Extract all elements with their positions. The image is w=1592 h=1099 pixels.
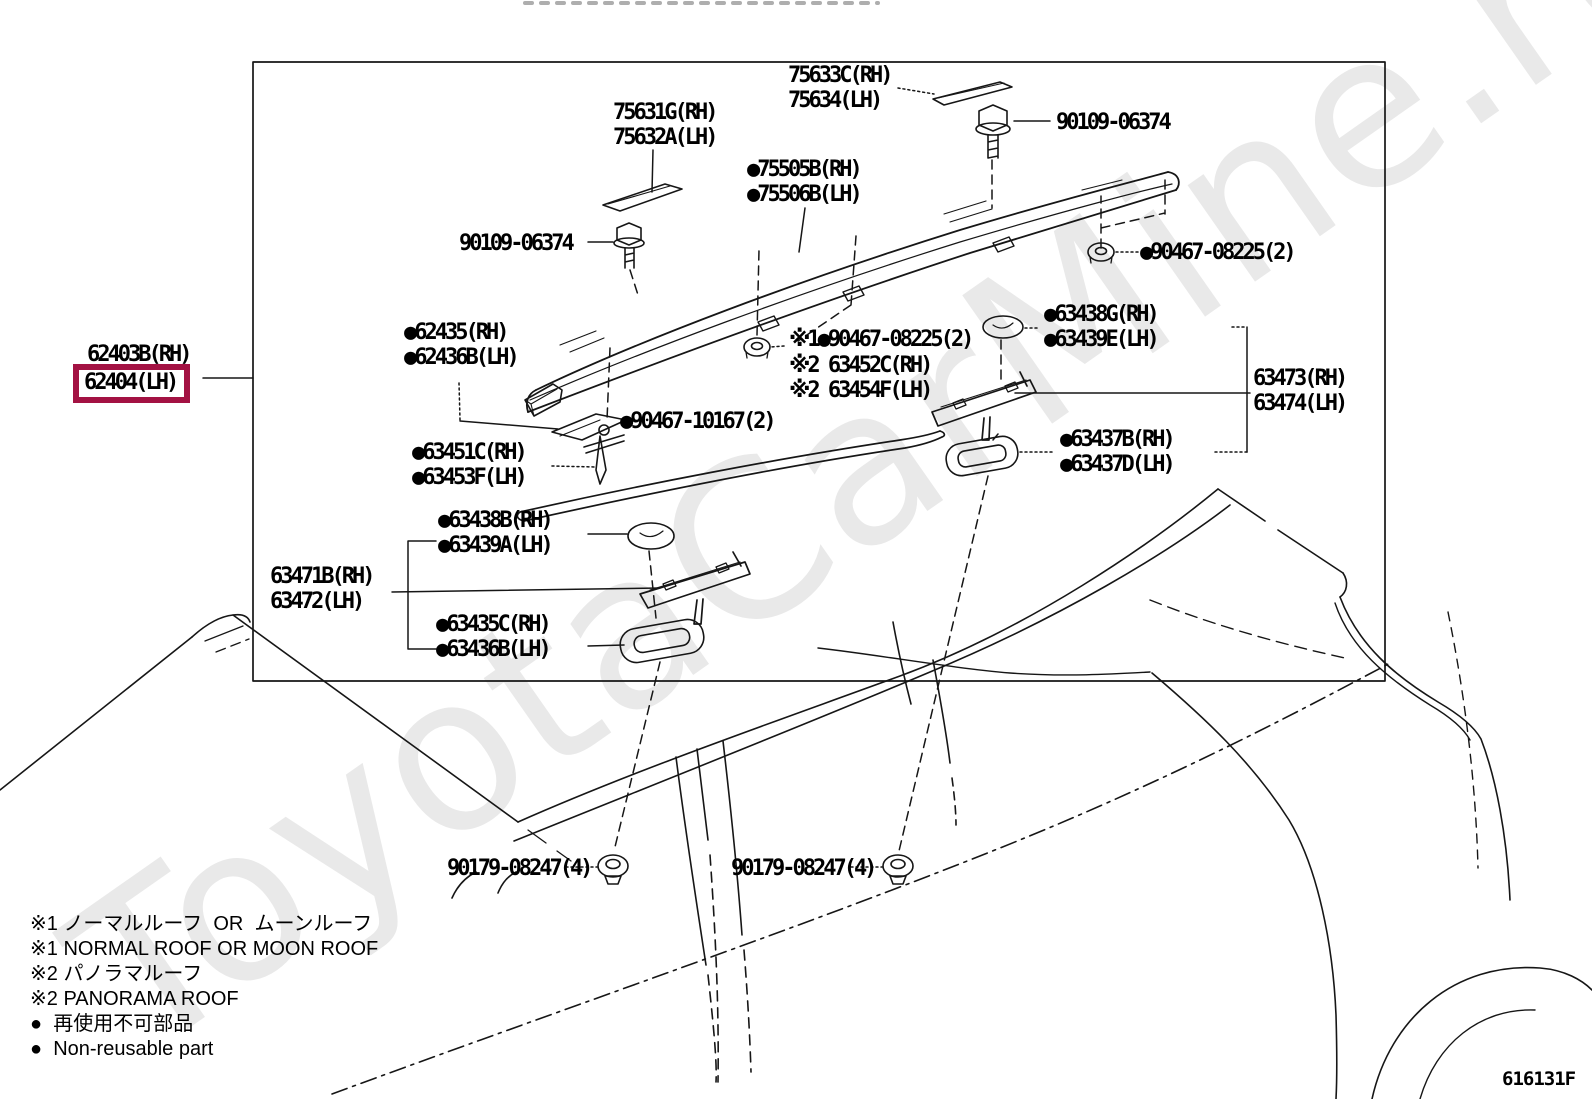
part-label-63437[interactable]: ●63437B(RH) ●63437D(LH) bbox=[1060, 427, 1176, 477]
part-label-90179-left[interactable]: 90179-08247(4) bbox=[447, 856, 593, 881]
part-label-75505[interactable]: ●75505B(RH) ●75506B(LH) bbox=[747, 157, 863, 207]
bolt-90109-right bbox=[975, 104, 1011, 159]
pin-90179-right bbox=[882, 854, 914, 885]
part-label-63452[interactable]: ※2 63452C(RH) ※2 63454F(LH) bbox=[789, 353, 933, 403]
part-label-90179-right[interactable]: 90179-08247(4) bbox=[731, 856, 877, 881]
legend-note1-en: ※1 NORMAL ROOF OR MOON ROOF bbox=[30, 938, 379, 960]
highlighted-part-62404[interactable]: 62404(LH) bbox=[73, 364, 191, 403]
part-label-90109-right[interactable]: 90109-06374 bbox=[1056, 110, 1172, 135]
part-label-90467-10167[interactable]: ●90467-10167(2) bbox=[620, 409, 777, 434]
clamp-right-63473 bbox=[931, 371, 1037, 441]
clip-90467-10167 bbox=[551, 413, 627, 485]
clamp-center-63471 bbox=[639, 551, 751, 625]
oval-clip-right bbox=[982, 315, 1024, 339]
part-label-90109-left[interactable]: 90109-06374 bbox=[459, 231, 575, 256]
pin-90179-left bbox=[597, 854, 629, 885]
part-label-62435[interactable]: ●62435(RH) ●62436B(LH) bbox=[404, 320, 520, 370]
part-75633-strip bbox=[932, 81, 1013, 106]
grommet-right bbox=[945, 435, 1019, 477]
part-label-63451[interactable]: ●63451C(RH) ●63453F(LH) bbox=[412, 440, 528, 490]
part-label-63435[interactable]: ●63435C(RH) ●63436B(LH) bbox=[436, 612, 552, 662]
part-75631-strip bbox=[602, 183, 683, 212]
leader-lines bbox=[202, 87, 1251, 868]
part-label-63438B[interactable]: ●63438B(RH) ●63439A(LH) bbox=[438, 508, 554, 558]
diagram-frame bbox=[252, 61, 1386, 682]
part-label-62403-62404[interactable]: 62403B(RH) 62404(LH) bbox=[73, 342, 192, 403]
part-label-75633[interactable]: 75633C(RH) 75634(LH) bbox=[788, 63, 893, 113]
legend: ※1 ノーマルルーフ OR ムーンルーフ ※1 NORMAL ROOF OR M… bbox=[30, 912, 378, 1062]
drawing-number: 616131F bbox=[1502, 1068, 1576, 1090]
legend-note2-jp: ※2 パノラマルーフ bbox=[30, 963, 203, 985]
legend-note1-jp: ※1 ノーマルルーフ OR ムーンルーフ bbox=[30, 913, 373, 935]
car-body-outline bbox=[0, 488, 1592, 1099]
roof-rail-drawing bbox=[525, 171, 1180, 413]
legend-nonreusable-en: ● Non-reusable part bbox=[30, 1038, 214, 1060]
grommet-center bbox=[619, 618, 705, 664]
legend-nonreusable-jp: ● 再使用不可部品 bbox=[30, 1013, 194, 1035]
dashed-connectors bbox=[606, 159, 1166, 852]
part-label-90467-right[interactable]: ●90467-08225(2) bbox=[1140, 240, 1297, 265]
legend-note2-en: ※2 PANORAMA ROOF bbox=[30, 988, 239, 1010]
roof-moulding-strip bbox=[516, 430, 946, 522]
part-label-63471[interactable]: 63471B(RH) 63472(LH) bbox=[270, 564, 375, 614]
bolt-90109-left bbox=[613, 222, 645, 269]
nut-90467-mid bbox=[743, 337, 771, 359]
oval-clip-center bbox=[627, 522, 675, 550]
part-label-90467-mid[interactable]: ※1●90467-08225(2) bbox=[789, 327, 974, 352]
part-label-63473[interactable]: 63473(RH) 63474(LH) bbox=[1253, 366, 1348, 416]
part-62435-bracket bbox=[524, 383, 563, 417]
part-label-75631[interactable]: 75631G(RH) 75632A(LH) bbox=[613, 100, 718, 150]
part-label-63438G[interactable]: ●63438G(RH) ●63439E(LH) bbox=[1044, 302, 1160, 352]
